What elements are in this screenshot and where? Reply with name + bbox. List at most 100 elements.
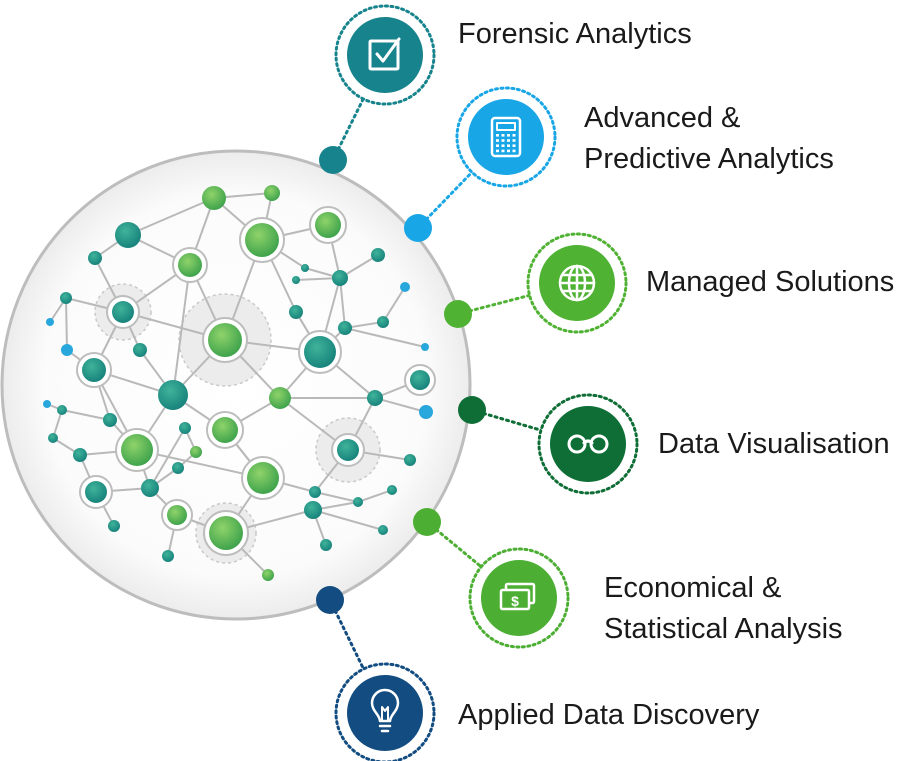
- network-node: [378, 525, 388, 535]
- badge-dataviz: [537, 393, 639, 495]
- network-node: [404, 454, 416, 466]
- badge-discovery: [334, 662, 436, 761]
- network-node: [331, 433, 365, 467]
- label-advanced-line-1: Advanced &: [584, 102, 741, 134]
- network-node: [115, 222, 141, 248]
- network-node: [332, 270, 348, 286]
- network-sphere: [0, 149, 472, 621]
- anchor-dot-dataviz: [458, 396, 486, 424]
- network-node: [269, 387, 291, 409]
- badge-advanced: [455, 86, 557, 188]
- network-node: [133, 343, 147, 357]
- anchor-dot-economical: [413, 508, 441, 536]
- network-edge: [127, 197, 215, 236]
- network-node: [48, 433, 58, 443]
- network-edge: [61, 409, 111, 421]
- globe-icon: [558, 264, 596, 302]
- network-node: [203, 510, 249, 556]
- network-node: [43, 400, 51, 408]
- label-dataviz: Data Visualisation: [658, 424, 890, 465]
- checkbox-icon: [368, 37, 401, 71]
- svg-text:$: $: [511, 593, 519, 609]
- anchor-dot-forensic: [319, 146, 347, 174]
- label-managed-line-1: Managed Solutions: [646, 266, 895, 298]
- network-edge: [374, 397, 427, 413]
- network-node: [73, 448, 87, 462]
- network-node: [338, 321, 352, 335]
- money-icon: $: [499, 582, 536, 611]
- network-node: [320, 539, 332, 551]
- anchor-dot-managed: [444, 300, 472, 328]
- network-node: [309, 206, 347, 244]
- network-edge: [149, 427, 186, 489]
- network-node: [387, 485, 397, 495]
- network-node: [162, 550, 174, 562]
- network-node: [298, 330, 342, 374]
- network-node: [404, 364, 436, 396]
- network-edge: [357, 489, 393, 503]
- network-node: [421, 343, 429, 351]
- badge-forensic: [334, 4, 436, 106]
- network-node: [108, 520, 120, 532]
- network-node: [301, 264, 309, 272]
- network-node: [106, 295, 140, 329]
- network-node: [239, 217, 285, 263]
- network-node: [353, 497, 363, 507]
- anchor-dot-discovery: [316, 586, 344, 614]
- network-node: [60, 292, 72, 304]
- glasses-icon: [567, 434, 609, 454]
- label-discovery-line-1: Applied Data Discovery: [458, 699, 760, 731]
- network-edge: [65, 297, 68, 351]
- network-edge: [339, 277, 346, 329]
- network-node: [419, 405, 433, 419]
- network-node: [115, 428, 159, 472]
- network-node: [190, 446, 202, 458]
- network-node: [172, 247, 208, 283]
- network-node: [57, 405, 67, 415]
- network-edge: [172, 264, 191, 396]
- network-node: [79, 475, 113, 509]
- network-node: [400, 282, 410, 292]
- network-node: [304, 501, 322, 519]
- label-advanced: Advanced & Predictive Analytics: [584, 98, 834, 180]
- network-node: [367, 390, 383, 406]
- network-edge: [312, 509, 384, 531]
- label-dataviz-line-1: Data Visualisation: [658, 428, 890, 460]
- network-node: [309, 486, 321, 498]
- network-node: [76, 352, 112, 388]
- network-nodes: [43, 185, 436, 581]
- label-advanced-line-2: Predictive Analytics: [584, 143, 834, 175]
- calculator-icon: [490, 116, 522, 158]
- label-economical-line-2: Statistical Analysis: [604, 613, 843, 645]
- network-node: [179, 422, 191, 434]
- lightbulb-icon: [370, 688, 400, 733]
- network-node: [371, 248, 385, 262]
- network-node: [88, 251, 102, 265]
- network-edge: [382, 286, 406, 323]
- label-forensic-line-1: Forensic Analytics: [458, 18, 692, 50]
- network-node: [289, 305, 303, 319]
- network-node: [241, 456, 285, 500]
- network-node: [206, 411, 244, 449]
- network-edge: [344, 327, 426, 348]
- network-node: [46, 318, 54, 326]
- anchor-dot-advanced: [404, 214, 432, 242]
- badge-managed: [526, 232, 628, 334]
- network-node: [103, 413, 117, 427]
- network-node: [61, 344, 73, 356]
- network-node: [158, 380, 188, 410]
- network-node: [172, 462, 184, 474]
- label-economical: Economical & Statistical Analysis: [604, 568, 843, 650]
- network-edge: [314, 491, 359, 503]
- label-economical-line-1: Economical &: [604, 572, 782, 604]
- network-node: [141, 479, 159, 497]
- network-node: [264, 185, 280, 201]
- label-forensic: Forensic Analytics: [458, 14, 692, 55]
- network-node: [377, 316, 389, 328]
- service-badges: $: [334, 4, 639, 761]
- badge-economical: $: [468, 547, 570, 649]
- network-node: [202, 186, 226, 210]
- network-node: [292, 276, 300, 284]
